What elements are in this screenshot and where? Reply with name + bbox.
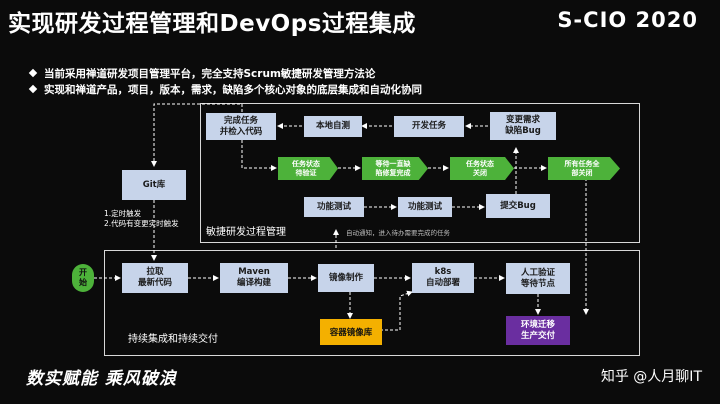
agile-frame-label: 敏捷研发过程管理 [206,227,286,238]
local-selftest-box: 本地自测 [304,116,362,137]
status-pending-verify: 任务状态 待验证 [278,157,338,180]
ci-frame [104,250,640,356]
manual-verify-box: 人工验证 等待节点 [506,263,570,294]
page-title: 实现研发过程管理和DevOps过程集成 [8,11,416,37]
release-box: 环境迁移 生产交付 [506,316,570,345]
status-all-closed: 所有任务全 部关闭 [548,157,620,180]
ci-frame-label: 持续集成和持续交付 [128,334,218,345]
complete-task-box: 完成任务 并检入代码 [206,113,276,140]
agile-frame [200,103,640,243]
brand-logo: S-CIO 2020 [557,8,698,32]
container-registry-box: 容器镜像库 [320,319,382,345]
functional-test-box-2: 功能测试 [398,197,452,217]
trigger-note: 1.定时触发 2.代码有变更实时触发 [104,209,179,228]
bullet-item: 当前采用禅道研发项目管理平台，完全支持Scrum敏捷研发管理方法论 [28,66,422,82]
bullet-item: 实现和禅道产品，项目，版本，需求，缺陷多个核心对象的底层集成和自动化协同 [28,82,422,98]
git-repo-box: Git库 [122,170,186,200]
maven-build-box: Maven 编译构建 [220,263,288,293]
slogan-calligraphy: 数实赋能 乘风破浪 [26,369,177,389]
image-build-box: 镜像制作 [318,264,374,292]
k8s-deploy-box: k8s 自动部署 [412,263,474,293]
bullet-list: 当前采用禅道研发项目管理平台，完全支持Scrum敏捷研发管理方法论 实现和禅道产… [28,66,422,98]
auto-notify-note: 自动通知，进入待办需要完成的任务 [346,229,450,237]
status-closed: 任务状态 关闭 [450,157,514,180]
submit-bug-box: 提交Bug [486,194,550,218]
start-node: 开 始 [72,264,94,292]
functional-test-box-1: 功能测试 [304,197,364,217]
dev-task-box: 开发任务 [394,116,464,137]
pull-code-box: 拉取 最新代码 [122,263,188,293]
change-request-box: 变更需求 缺陷Bug [490,112,556,140]
status-await-fix: 等待一直缺 陷修复完成 [362,157,428,180]
watermark-text: 知乎 @人月聊IT [600,369,702,385]
